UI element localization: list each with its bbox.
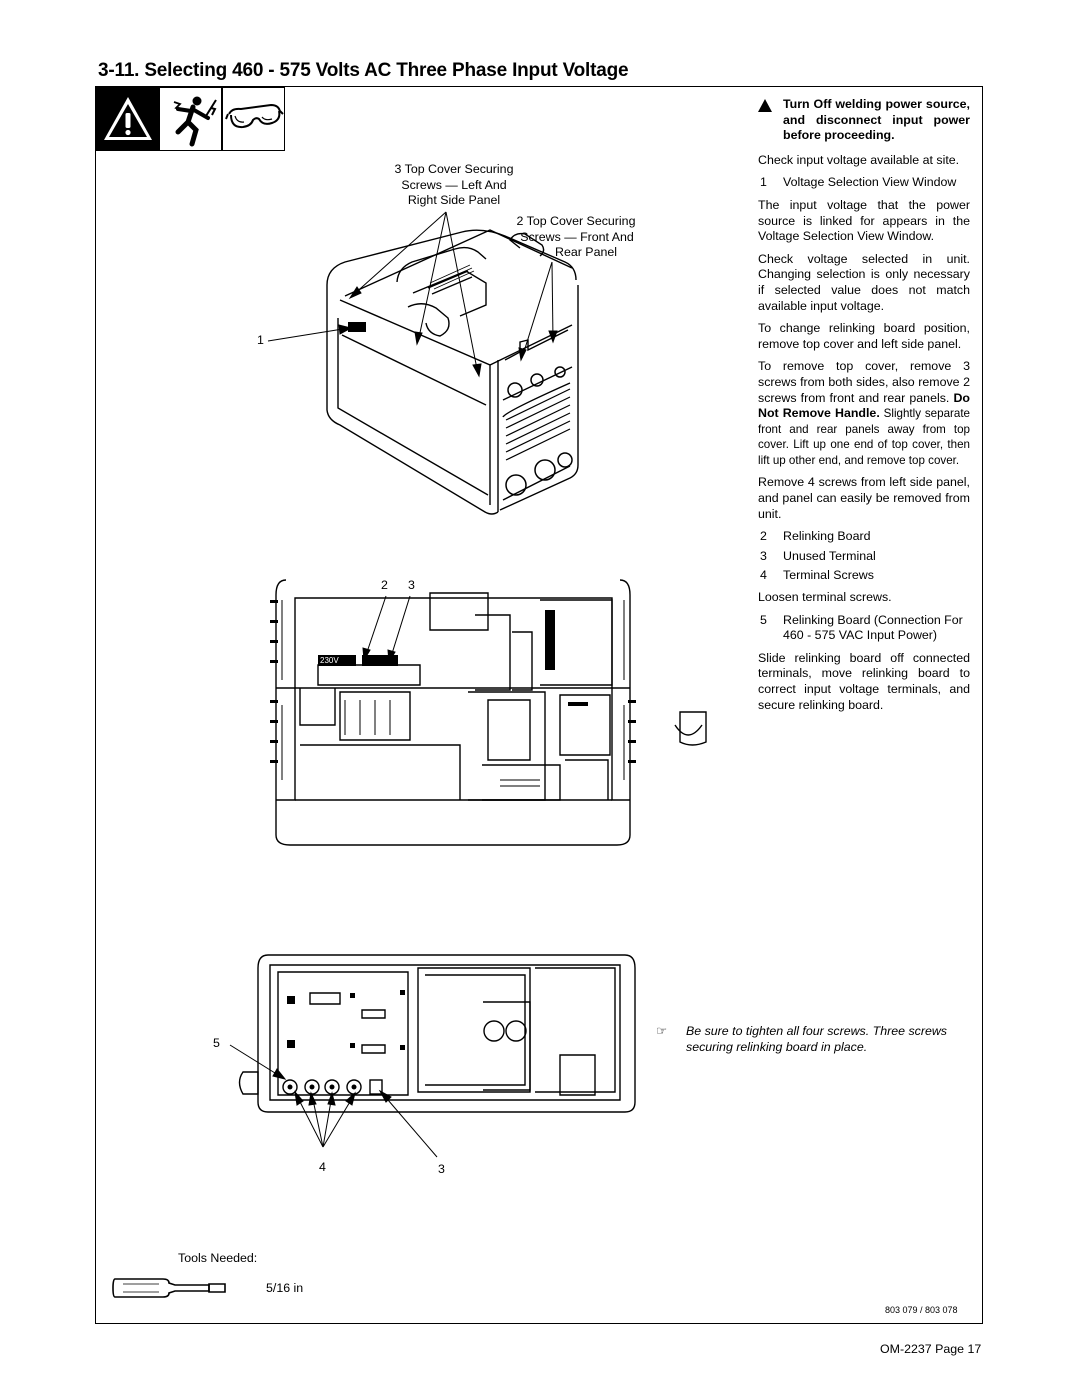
callout-number: 3 [408, 578, 415, 592]
safety-glasses-icon [222, 87, 285, 151]
callout-label-2: 2 Top Cover Securing Screws — Front And … [516, 214, 636, 260]
page-number: OM-2237 Page 17 [880, 1342, 982, 1356]
board-voltage-label: 230V [320, 656, 339, 665]
instruction-paragraph: Remove 4 screws from left side panel, an… [758, 475, 970, 521]
content-frame [95, 86, 983, 1324]
callout-number: 2 [381, 578, 388, 592]
warning-triangle-icon [96, 87, 159, 151]
instructions-column: Turn Off welding power source, and disco… [758, 97, 970, 720]
callout-number: 5 [213, 1036, 220, 1050]
warning-icons [96, 87, 286, 151]
tool-size: 5/16 in [266, 1281, 304, 1295]
electric-shock-icon [159, 87, 222, 151]
pointing-hand-icon: ☞ [656, 1024, 668, 1038]
instruction-paragraph: The input voltage that the power source … [758, 197, 970, 244]
instruction-paragraph: To change relinking board position, remo… [758, 321, 970, 351]
note-callout: ☞ Be sure to tighten all four screws. Th… [656, 1024, 947, 1054]
instruction-paragraph: Loosen terminal screws. [758, 590, 892, 605]
nut-driver-icon [112, 1278, 226, 1298]
instruction-paragraph: Slide relinking board off connected term… [758, 650, 970, 712]
callout-number: 3 [438, 1162, 445, 1176]
instruction-paragraph: Check voltage selected in unit. Changing… [758, 251, 970, 313]
callout-number: 1 [257, 333, 264, 347]
warning-statement: Turn Off welding power source, and disco… [758, 97, 970, 144]
tools-needed-label: Tools Needed: [178, 1251, 258, 1265]
drawing-number: 803 079 / 803 078 [885, 1305, 958, 1315]
instruction-paragraph: Check input voltage available at site. [758, 152, 960, 167]
instruction-paragraph: To remove top cover, remove 3 screws fro… [758, 359, 970, 467]
small-warning-triangle-icon [758, 99, 772, 112]
callout-number: 4 [319, 1160, 326, 1174]
callout-label-3: 3 Top Cover Securing Screws — Left And R… [394, 162, 514, 208]
page-title: 3-11. Selecting 460 - 575 Volts AC Three… [98, 60, 629, 81]
